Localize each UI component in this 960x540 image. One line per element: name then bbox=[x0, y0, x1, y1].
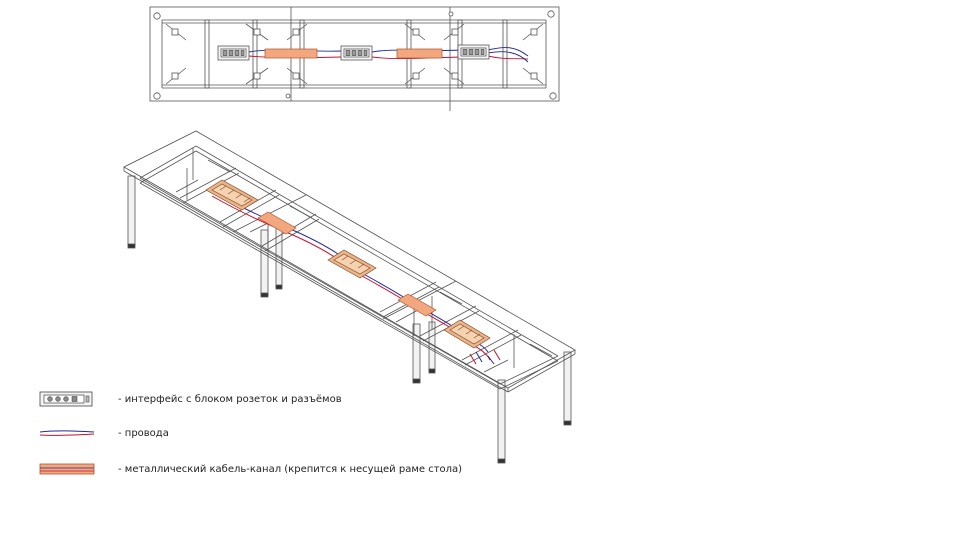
iso-frame bbox=[123, 130, 576, 393]
socket-block bbox=[205, 179, 259, 211]
iso-cable-channels bbox=[257, 211, 437, 317]
socket-block bbox=[327, 249, 377, 279]
legend-label-socket-block: - интерфейс с блоком розеток и разъёмов bbox=[118, 393, 342, 405]
plan-outline bbox=[149, 6, 560, 102]
iso-legs bbox=[127, 175, 572, 464]
plan-crossbar bbox=[502, 19, 508, 89]
cable-channel bbox=[397, 293, 437, 317]
tabletop-joint bbox=[382, 280, 457, 320]
table-leg bbox=[260, 229, 269, 297]
iso-wires bbox=[211, 192, 501, 365]
plan-crossbar bbox=[204, 19, 210, 89]
legend-row-cable-channel: - металлический кабель-канал (крепится к… bbox=[36, 459, 462, 479]
plan-crossbar bbox=[252, 19, 258, 89]
plan-legs bbox=[153, 10, 557, 100]
cable-channel bbox=[264, 48, 318, 59]
cable-channel-icon bbox=[39, 463, 95, 475]
frame-rail-back bbox=[195, 145, 559, 357]
plan-socket-blocks bbox=[217, 44, 490, 61]
legend-row-socket-block: - интерфейс с блоком розеток и разъёмов bbox=[36, 389, 342, 409]
table-leg bbox=[563, 351, 572, 425]
table-leg bbox=[497, 379, 506, 463]
legend-label-wires: - провода bbox=[118, 427, 169, 439]
cable-channel bbox=[257, 211, 297, 235]
cable-channel bbox=[396, 48, 443, 59]
plan-cable-channels bbox=[264, 48, 443, 59]
frame-rail-front bbox=[139, 177, 501, 385]
table-leg bbox=[127, 175, 136, 247]
legend-row-wires: - провода bbox=[36, 423, 169, 443]
socket-block-icon bbox=[39, 391, 93, 407]
socket-block bbox=[457, 44, 490, 60]
iso-socket-blocks bbox=[205, 179, 491, 349]
wires-icon bbox=[39, 430, 95, 436]
legend-label-cable-channel: - металлический кабель-канал (крепится к… bbox=[118, 463, 463, 475]
socket-block bbox=[340, 45, 373, 61]
socket-block bbox=[443, 319, 491, 349]
socket-block bbox=[217, 45, 250, 61]
